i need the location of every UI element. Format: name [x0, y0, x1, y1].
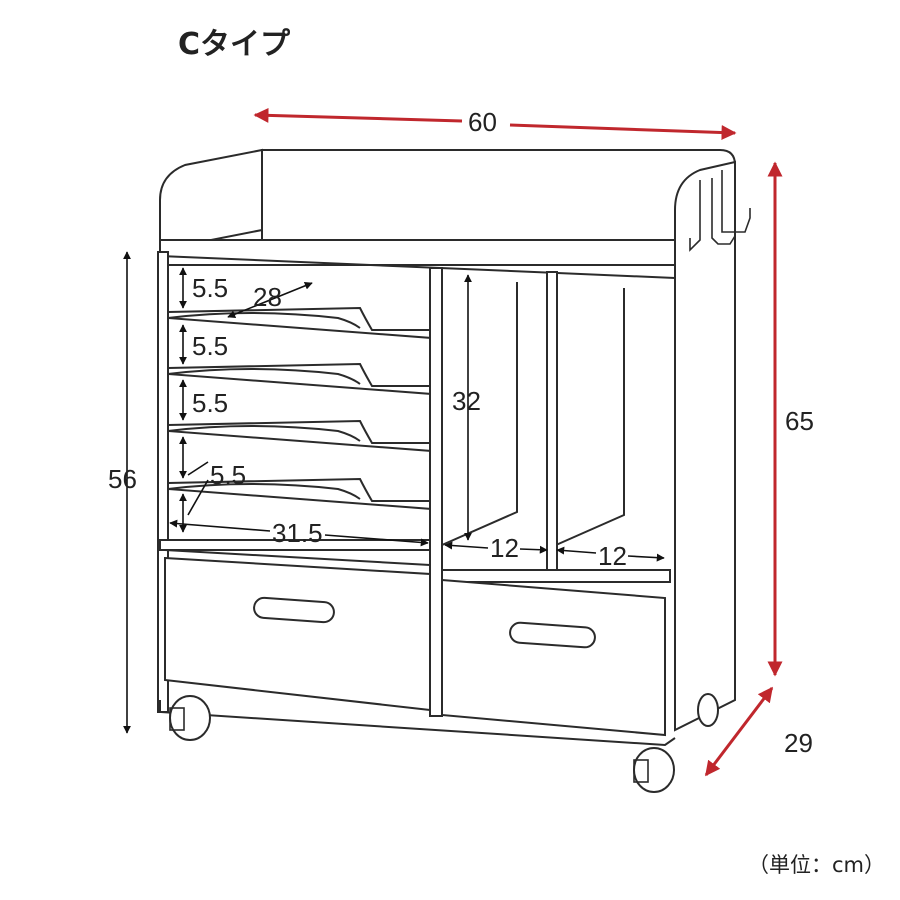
tray-depth-label: 28 [253, 282, 282, 312]
tray-3 [167, 419, 433, 453]
tray-4 [167, 477, 433, 511]
tray-width-label: 31.5 [272, 518, 323, 548]
middle-shelf-right [441, 569, 671, 583]
hook-right [721, 170, 751, 233]
inner-height-label: 56 [108, 464, 137, 494]
hook-left [689, 180, 701, 252]
drawer-right-handle [509, 621, 596, 649]
caster-back-right [697, 693, 719, 727]
height-label: 65 [785, 406, 814, 436]
width-arrow [253, 107, 463, 123]
drawer-right [441, 578, 666, 737]
top-shelf [159, 239, 676, 266]
tray-depth-arrow [227, 281, 313, 319]
drawer-left [164, 549, 431, 712]
width-label: 60 [468, 107, 497, 137]
caster-front-right [633, 747, 675, 793]
left-side-panel [159, 148, 263, 252]
open-height-label: 32 [452, 386, 481, 416]
unit-note: （単位：cm） [748, 853, 885, 877]
middle-shelf-left [159, 539, 431, 551]
shelf-gap-2-label: 5.5 [192, 331, 228, 361]
drawer-left-handle [253, 596, 335, 624]
shelf-gap-4-label: 5.5 [210, 460, 246, 490]
center-divider [429, 267, 443, 717]
back-panel [261, 149, 736, 241]
compartment-1-label: 12 [490, 533, 519, 563]
depth-label: 29 [784, 728, 813, 758]
diagram-title: Cタイプ [178, 27, 291, 62]
right-side-panel [674, 160, 736, 732]
shelf-gap-3-label: 5.5 [192, 388, 228, 418]
compartment-2-label: 12 [598, 541, 627, 571]
cabinet-body [157, 148, 751, 793]
depth-arrow [704, 686, 774, 777]
caster-front-left [169, 695, 211, 741]
right-divider [546, 271, 558, 578]
shelf-gap-1-label: 5.5 [192, 273, 228, 303]
